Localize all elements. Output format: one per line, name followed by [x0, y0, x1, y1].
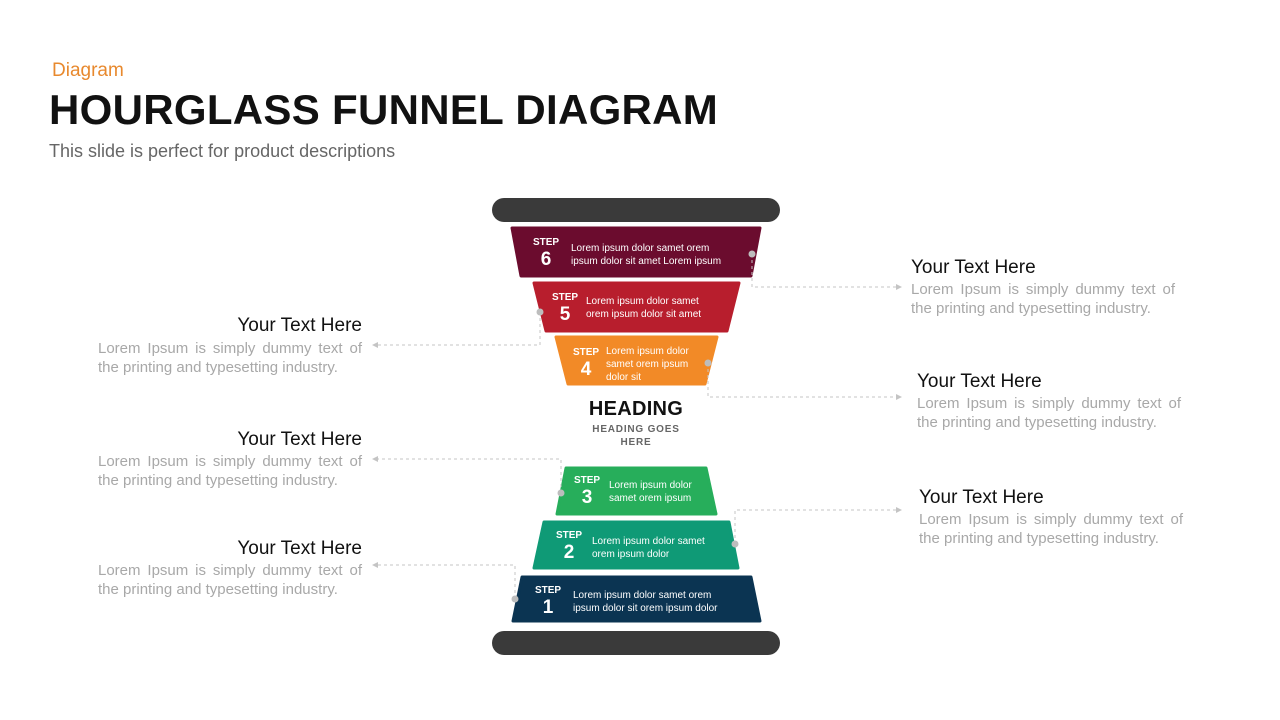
arrowhead-left-middle [372, 456, 378, 462]
arrowhead-left-bottom [372, 562, 378, 568]
top-bar [492, 198, 780, 222]
step-5-shape [532, 281, 741, 333]
step-3-label: STEP 3 [569, 475, 605, 508]
step-3-word: STEP [573, 475, 601, 486]
center-subheading: HEADING GOES HERE [592, 424, 680, 448]
step-4-number: 4 [580, 359, 592, 380]
step-1-text: Lorem ipsum dolor samet orem ipsum dolor… [573, 590, 718, 614]
callout-left-top-title: Your Text Here [237, 315, 362, 336]
callout-right-bottom-body: Lorem Ipsum is simply dummy text of the … [919, 511, 1183, 547]
step-2-number: 2 [563, 542, 575, 563]
bottom-bar [492, 631, 780, 655]
step-6-shape [510, 226, 762, 278]
connector-dot-step4 [704, 359, 712, 367]
slide-category: Diagram [52, 60, 124, 81]
slide-title: HOURGLASS FUNNEL DIAGRAM [49, 86, 719, 133]
step-4-shape [554, 335, 719, 386]
step-1-number: 1 [542, 597, 554, 618]
callout-right-bottom-title: Your Text Here [919, 487, 1044, 508]
callout-right-middle-title: Your Text Here [917, 371, 1042, 392]
callout-right-top-title: Your Text Here [911, 257, 1036, 278]
connector-step1-left [378, 564, 516, 599]
connector-step3-left [378, 458, 562, 493]
connector-step6-right [751, 254, 896, 288]
step-4-word: STEP [572, 347, 600, 358]
step-1-word: STEP [534, 585, 562, 596]
step-2-word: STEP [555, 530, 583, 541]
connector-dot-step2 [731, 540, 739, 548]
step-2-text: Lorem ipsum dolor samet orem ipsum dolor [592, 536, 705, 560]
step-5-number: 5 [559, 304, 571, 325]
slide-subtitle: This slide is perfect for product descri… [49, 141, 396, 161]
callout-left-middle-title: Your Text Here [237, 429, 362, 450]
arrowhead-right-top [896, 284, 902, 290]
callout-left-top-body: Lorem Ipsum is simply dummy text of the … [98, 340, 362, 376]
step-5-text: Lorem ipsum dolor samet orem ipsum dolor… [586, 296, 702, 320]
connector-dot-step3 [557, 489, 565, 497]
step-6-number: 6 [540, 249, 552, 270]
step-4-text: Lorem ipsum dolor samet orem ipsum dolor… [606, 346, 689, 383]
connector-dot-step5 [536, 308, 544, 316]
callout-left-bottom-body: Lorem Ipsum is simply dummy text of the … [98, 562, 362, 598]
connector-dot-step1 [511, 595, 519, 603]
callout-left-bottom-title: Your Text Here [237, 538, 362, 559]
step-6-word: STEP [532, 237, 560, 248]
step-5-label: STEP 5 [547, 292, 583, 325]
step-1-shape [511, 575, 762, 623]
connector-step2-right [734, 509, 896, 544]
arrowhead-right-bottom [896, 507, 902, 513]
step-6-label: STEP 6 [528, 237, 564, 270]
step-5-word: STEP [551, 292, 579, 303]
step-3-shape [555, 466, 718, 516]
step-2-label: STEP 2 [551, 530, 587, 563]
callout-right-top-body: Lorem Ipsum is simply dummy text of the … [911, 281, 1175, 317]
step-3-text: Lorem ipsum dolor samet orem ipsum [609, 480, 692, 504]
arrowhead-left-top [372, 342, 378, 348]
step-2-shape [532, 520, 740, 570]
step-4-label: STEP 4 [568, 347, 604, 380]
arrowhead-right-middle [896, 394, 902, 400]
callout-right-middle-body: Lorem Ipsum is simply dummy text of the … [917, 395, 1181, 431]
step-6-text: Lorem ipsum dolor samet orem ipsum dolor… [571, 243, 722, 267]
callout-left-middle-body: Lorem Ipsum is simply dummy text of the … [98, 453, 362, 489]
connector-step5-left [378, 312, 541, 346]
step-1-label: STEP 1 [530, 585, 566, 618]
center-heading: HEADING [588, 398, 684, 420]
connector-step4-right [707, 363, 896, 398]
connector-dot-step6 [748, 250, 756, 258]
step-3-number: 3 [581, 487, 593, 508]
